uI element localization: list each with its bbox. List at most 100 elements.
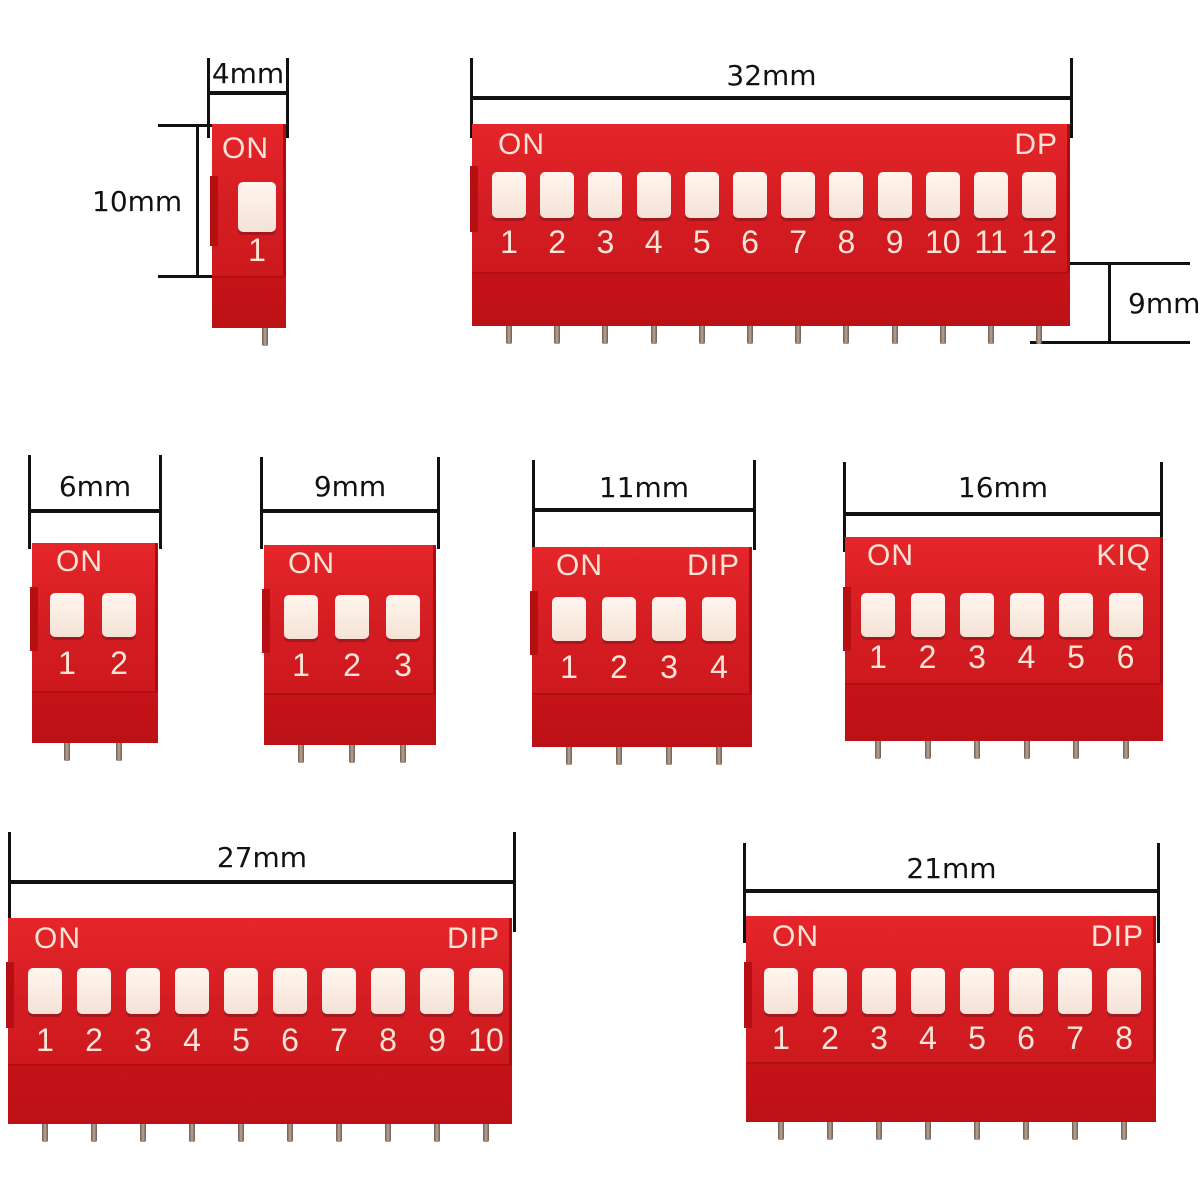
switch-pin <box>385 1124 391 1142</box>
actuator-key <box>284 595 318 639</box>
brand-label: DIP <box>1090 920 1144 953</box>
switch-notch <box>262 589 270 653</box>
switch-pin <box>1023 1122 1029 1140</box>
dimension-line <box>196 124 199 278</box>
switch-pin <box>988 326 994 344</box>
actuator-key <box>175 968 209 1014</box>
actuator-key <box>911 968 945 1014</box>
position-number: 7 <box>789 224 808 260</box>
switch-pin <box>554 326 561 344</box>
position-number: 1 <box>560 649 578 685</box>
actuator-key <box>861 593 895 637</box>
dimension-21mm: 21mm <box>743 843 1160 943</box>
switch-pin <box>974 1122 980 1140</box>
on-label: ON <box>498 128 545 161</box>
position-number: 2 <box>110 645 128 681</box>
switch-pin <box>483 1124 489 1142</box>
actuator-key <box>588 172 623 218</box>
actuator-key <box>652 597 686 641</box>
actuator-key <box>469 968 503 1014</box>
position-number: 10 <box>468 1022 504 1058</box>
dimension-label: 4mm <box>211 57 285 90</box>
dimension-tick-left <box>743 843 746 943</box>
position-number: 1 <box>869 639 887 675</box>
switch-pin <box>616 747 622 765</box>
switch-pin <box>238 1124 244 1142</box>
position-number: 6 <box>1017 1020 1035 1056</box>
switch-pin <box>566 747 572 765</box>
position-number: 1 <box>36 1022 54 1058</box>
dimension-9mm: 9mm <box>260 457 440 549</box>
position-number: 3 <box>660 649 678 685</box>
switch-pin <box>1121 1122 1127 1140</box>
position-number: 7 <box>330 1022 348 1058</box>
on-label: ON <box>288 547 335 580</box>
actuator-key <box>910 593 945 637</box>
switch-pin <box>189 1124 195 1142</box>
position-number: 5 <box>232 1022 250 1058</box>
switch-pin <box>64 743 70 761</box>
actuator-key <box>224 968 258 1014</box>
switch-pin <box>843 326 850 344</box>
position-number: 10 <box>925 224 961 260</box>
dimension-line <box>470 96 1073 100</box>
dimension-label: 32mm <box>726 59 817 92</box>
dimension-label: 6mm <box>58 470 132 503</box>
switch-notch <box>470 166 478 232</box>
switch-pin <box>42 1124 48 1142</box>
actuator-key <box>877 172 912 218</box>
switch-pin <box>1122 741 1129 759</box>
position-number: 4 <box>710 649 728 685</box>
position-number: 4 <box>1017 639 1036 675</box>
position-number: 9 <box>428 1022 446 1058</box>
switch-pin <box>1072 1122 1078 1140</box>
switch-pin <box>298 745 304 763</box>
actuator-key <box>238 182 276 232</box>
dimension-10mm: 10mm <box>92 124 238 278</box>
dimension-27mm: 27mm <box>8 832 516 932</box>
actuator-key <box>1022 172 1057 218</box>
switch-pin <box>91 1124 97 1142</box>
position-number: 11 <box>974 224 1008 260</box>
position-number: 6 <box>741 224 759 260</box>
dimension-tick-right <box>286 58 289 138</box>
switch-pin <box>698 326 705 344</box>
dimension-label: 27mm <box>216 841 308 874</box>
actuator-key <box>1009 968 1043 1014</box>
dimension-line <box>743 889 1160 893</box>
dimension-4mm: 4mm <box>207 58 289 138</box>
actuator-key <box>126 968 160 1014</box>
dimension-tick-left <box>532 460 535 550</box>
actuator-key <box>492 172 526 218</box>
switch-pin <box>939 326 946 344</box>
switch-pin <box>1073 741 1079 759</box>
position-number: 8 <box>837 224 856 260</box>
actuator-key <box>28 968 62 1014</box>
dimension-tick-left <box>843 462 846 552</box>
switch-pin <box>262 328 268 346</box>
dimension-line <box>1108 262 1111 344</box>
position-number: 2 <box>343 647 361 683</box>
dimension-label: 10mm <box>92 185 183 218</box>
dimension-tick-right <box>437 457 440 549</box>
actuator-key <box>102 593 136 637</box>
switch-pin <box>875 741 881 759</box>
position-number: 3 <box>134 1022 152 1058</box>
dimension-tick-left <box>260 457 263 549</box>
switch-base <box>8 1064 512 1124</box>
position-number: 9 <box>885 224 904 260</box>
on-label: ON <box>222 132 269 165</box>
switch-pin <box>925 1122 931 1140</box>
switch-notch <box>30 587 38 651</box>
position-number: 1 <box>58 645 76 681</box>
brand-label: KIQ <box>1096 539 1151 572</box>
position-number: 4 <box>183 1022 201 1058</box>
position-number: 1 <box>292 647 310 683</box>
switch-pin <box>400 745 406 763</box>
actuator-key <box>974 172 1008 218</box>
actuator-key <box>420 968 454 1014</box>
switch-pin <box>287 1124 293 1142</box>
